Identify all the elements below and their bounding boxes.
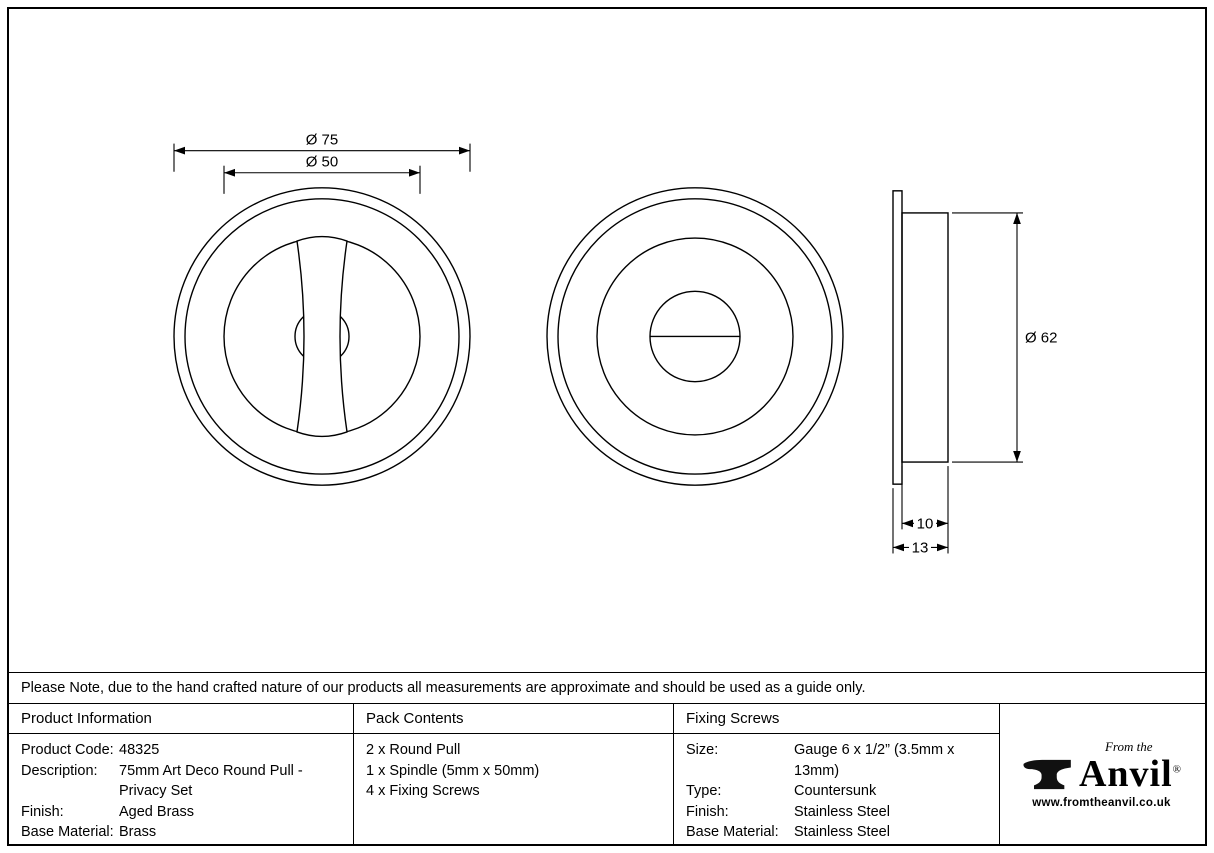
dimension-50: Ø 50 [223, 154, 421, 194]
field-value: Stainless Steel [794, 803, 890, 820]
product-information-header: Product Information [9, 704, 353, 734]
brand-website: www.fromtheanvil.co.uk [1032, 796, 1171, 809]
anvil-icon [1023, 759, 1071, 789]
brand-tagline: From the [1104, 738, 1153, 754]
field-value: 75mm Art Deco Round Pull - Privacy Set [119, 762, 303, 800]
technical-drawing: Ø 75 Ø 50 [9, 9, 1205, 672]
product-information-column: Product Information Product Code: 48325 … [9, 704, 353, 844]
body-profile [901, 212, 949, 463]
registered-mark: ® [1172, 762, 1183, 775]
field-label: Finish: [21, 803, 64, 820]
front-view-slot [546, 187, 844, 486]
field-value: Gauge 6 x 1/2” (3.5mm x 13mm) [794, 742, 955, 779]
pack-item: 4 x Fixing Screws [366, 783, 480, 799]
field-value: 48325 [119, 742, 160, 758]
drawing-svg: Ø 75 Ø 50 [173, 132, 1057, 556]
field-value: Aged Brass [119, 803, 194, 820]
pack-contents-column: Pack Contents 2 x Round Pull 1 x Spindle… [353, 704, 673, 844]
field-label: Base Material: [21, 824, 114, 840]
dim-75-label: Ø 75 [306, 132, 338, 149]
field-label: Description: [21, 762, 98, 779]
pack-contents-body: 2 x Round Pull 1 x Spindle (5mm x 50mm) … [354, 734, 673, 802]
brand-column: From the Anvil® www.fromtheanvil.co.uk [999, 704, 1203, 844]
fixing-screws-header: Fixing Screws [674, 704, 999, 734]
pack-contents-header: Pack Contents [354, 704, 673, 734]
fixing-screws-column: Fixing Screws Size: Gauge 6 x 1/2” (3.5m… [673, 704, 999, 844]
product-information-body: Product Code: 48325 Description: 75mm Ar… [9, 734, 353, 843]
dim-13-label: 13 [912, 539, 929, 556]
dimension-13: 13 [892, 488, 948, 556]
field-label: Product Code: [21, 742, 114, 758]
field-label: Size: [686, 742, 719, 758]
side-view [892, 190, 949, 485]
dimension-62: Ø 62 [952, 212, 1057, 463]
flange-profile [892, 190, 903, 485]
brand-logo: From the Anvil® [1021, 740, 1182, 793]
field-value: Stainless Steel [794, 824, 890, 840]
brand-name: Anvil® [1079, 755, 1182, 793]
field-label: Base Material: [686, 824, 779, 840]
brand-name-text: Anvil [1078, 752, 1173, 795]
field-label: Type: [686, 783, 722, 799]
dimension-75: Ø 75 [173, 132, 471, 172]
fixing-screws-body: Size: Gauge 6 x 1/2” (3.5mm x 13mm) Type… [674, 734, 999, 843]
spec-table: Product Information Product Code: 48325 … [9, 703, 1205, 844]
thumbturn-shape [296, 235, 348, 438]
note-bar: Please Note, due to the hand crafted nat… [9, 672, 1205, 703]
brand-wordmark: From the Anvil® [1079, 740, 1182, 793]
field-value: Brass [119, 824, 157, 840]
dimension-10: 10 [901, 466, 949, 554]
dim-10-label: 10 [917, 515, 934, 532]
note-text: Please Note, due to the hand crafted nat… [21, 680, 866, 696]
sheet-frame: Ø 75 Ø 50 [7, 7, 1207, 846]
pack-item: 1 x Spindle (5mm x 50mm) [366, 762, 540, 779]
dim-50-label: Ø 50 [306, 154, 338, 171]
pack-item: 2 x Round Pull [366, 742, 461, 758]
field-label: Finish: [686, 803, 729, 820]
dim-62-label: Ø 62 [1025, 329, 1057, 346]
field-value: Countersunk [794, 783, 877, 799]
front-view-thumbturn [173, 187, 471, 486]
